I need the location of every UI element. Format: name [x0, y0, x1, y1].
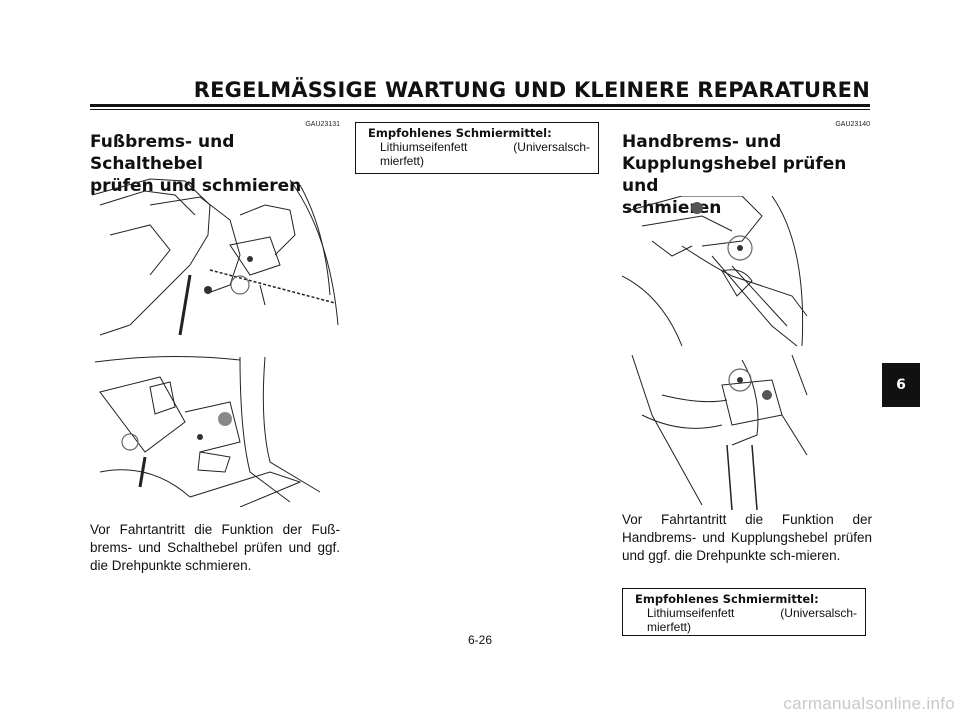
section-title-line: Fußbrems- und Schalthebel	[90, 132, 235, 174]
section-title-line: Kupplungshebel prüfen und	[622, 154, 847, 196]
section-code-left: GAU23131	[305, 121, 340, 128]
lubricant-box-title: Empfohlenes Schmiermittel:	[368, 126, 552, 140]
chapter-tab: 6	[882, 363, 920, 407]
header-rule	[90, 104, 870, 107]
brake-pedal-illustration	[90, 175, 340, 340]
page-number: 6-26	[467, 633, 493, 647]
foot-levers-paragraph: Vor Fahrtantritt die Funktion der Fuß-br…	[90, 522, 340, 573]
hand-levers-paragraph: Vor Fahrtantritt die Funktion der Handbr…	[622, 512, 872, 563]
section-title-line: Handbrems- und	[622, 132, 782, 152]
watermark: carmanualsonline.info	[783, 694, 955, 713]
brake-lever-illustration	[622, 196, 812, 351]
clutch-lever-illustration	[622, 355, 812, 510]
lubricant-box-text: Lithiumseifenfett (Universalsch-mierfett…	[647, 606, 857, 634]
header-rule-thin	[90, 109, 870, 110]
section-code-right: GAU23140	[835, 121, 870, 128]
lubricant-box-title: Empfohlenes Schmiermittel:	[635, 592, 819, 606]
page-header-title: REGELMÄSSIGE WARTUNG UND KLEINERE REPARA…	[193, 78, 870, 102]
lubricant-box-right: Empfohlenes Schmiermittel: Lithiumseifen…	[622, 588, 866, 636]
lubricant-box: Empfohlenes Schmiermittel: Lithiumseifen…	[355, 122, 599, 174]
lubricant-box-text: Lithiumseifenfett (Universalsch-mierfett…	[380, 140, 590, 168]
section-title-hand-levers: Handbrems- und Kupplungshebel prüfen und…	[622, 131, 882, 219]
shift-pedal-illustration	[90, 352, 340, 507]
